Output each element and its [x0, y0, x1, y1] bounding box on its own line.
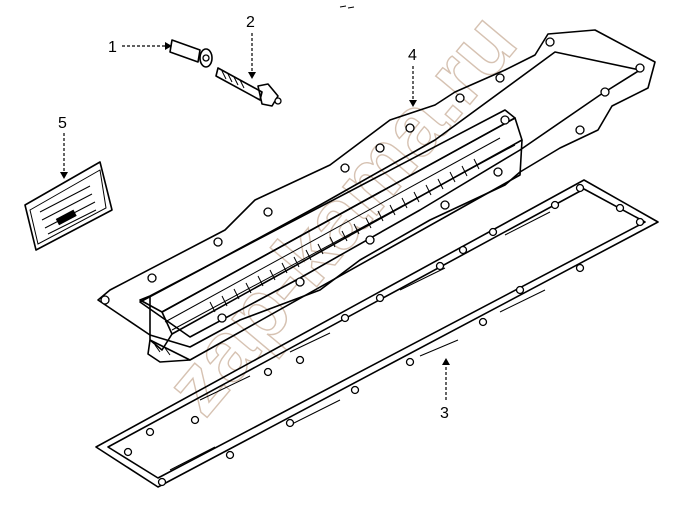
sleeve-part-1: [169, 39, 213, 68]
cooler-fins: [209, 158, 480, 313]
top-mark: [339, 5, 355, 9]
callout-5: 5: [58, 115, 67, 132]
callout-1: 1: [108, 39, 117, 56]
gasket-holes: [123, 183, 645, 487]
callout-3: 3: [440, 405, 449, 422]
watermark-text: zap-kama.ru: [147, 0, 534, 432]
cooler-cover-part-4: [97, 29, 656, 363]
leader-arrows: [60, 33, 450, 400]
label-plate-part-5: [24, 161, 113, 251]
callout-2: 2: [246, 14, 255, 31]
bolt-part-2: [215, 67, 282, 107]
gasket-part-3: [95, 179, 659, 488]
callout-4: 4: [408, 47, 417, 64]
cover-holes: [100, 37, 645, 323]
